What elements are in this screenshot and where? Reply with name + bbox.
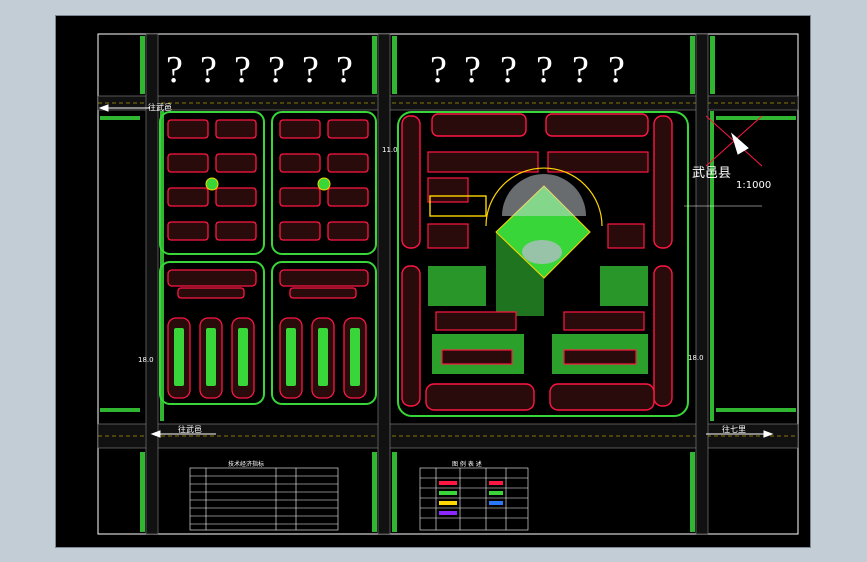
building-block — [206, 328, 216, 386]
building-block — [238, 328, 248, 386]
placeholder-question-mark: ? — [166, 49, 183, 91]
building-block — [167, 221, 209, 241]
building-block — [279, 187, 321, 207]
legend-table — [419, 467, 529, 531]
building-block — [327, 187, 369, 207]
placeholder-question-mark: ? — [430, 49, 447, 91]
building-block — [159, 261, 265, 405]
placeholder-question-mark: ? — [536, 49, 553, 91]
building-block — [279, 119, 321, 139]
building-block — [167, 187, 209, 207]
east-residential — [397, 111, 689, 417]
drawing-sheet: ???????????? — [55, 15, 811, 548]
north-arrow — [705, 115, 763, 167]
road-width-top: 11.0 — [382, 146, 398, 154]
building-block — [279, 269, 369, 287]
building-block — [327, 221, 369, 241]
east-road — [695, 33, 709, 535]
economic-indicators-table — [189, 467, 339, 531]
building-block — [289, 287, 357, 299]
placeholder-question-mark: ? — [268, 49, 285, 91]
placeholder-question-mark: ? — [200, 49, 217, 91]
building-block — [317, 177, 331, 191]
building-block — [327, 153, 369, 173]
building-block — [167, 119, 209, 139]
legend-table-title: 图 例 表 述 — [452, 461, 482, 468]
building-block — [215, 187, 257, 207]
building-block — [177, 287, 245, 299]
west-road — [145, 33, 159, 535]
road-width-west: 18.0 — [138, 356, 154, 364]
placeholder-question-mark: ? — [336, 49, 353, 91]
building-block — [350, 328, 360, 386]
road-label-west-lower: 往武邑 — [178, 425, 202, 434]
drawing-frame — [97, 33, 799, 535]
building-block — [215, 119, 257, 139]
building-block — [215, 153, 257, 173]
building-block — [318, 328, 328, 386]
road-label-east: 往七里 — [722, 425, 746, 434]
building-block — [205, 177, 219, 191]
county-name: 武邑县 — [692, 166, 732, 181]
building-block — [271, 111, 377, 255]
placeholder-lots: ???????????? — [166, 49, 625, 91]
building-block — [174, 328, 184, 386]
building-block — [279, 153, 321, 173]
placeholder-question-mark: ? — [608, 49, 625, 91]
placeholder-question-mark: ? — [302, 49, 319, 91]
building-block — [271, 261, 377, 405]
economic-table-title: 技术经济指标 — [228, 461, 265, 468]
building-block — [279, 221, 321, 241]
placeholder-question-mark: ? — [500, 49, 517, 91]
road-width-east: 18.0 — [688, 354, 704, 362]
building-block — [327, 119, 369, 139]
center-road — [377, 33, 391, 535]
placeholder-question-mark: ? — [572, 49, 589, 91]
road-label-west-upper: 往武邑 — [148, 103, 172, 112]
road-arrows — [98, 104, 774, 438]
drawing-scale: 1:1000 — [736, 180, 772, 191]
west-residential — [159, 111, 377, 405]
placeholder-question-mark: ? — [234, 49, 251, 91]
building-block — [286, 328, 296, 386]
placeholder-question-mark: ? — [464, 49, 481, 91]
building-block — [167, 153, 209, 173]
building-block — [159, 111, 265, 255]
building-block — [215, 221, 257, 241]
site-plan: ???????????? — [97, 33, 799, 535]
building-block — [167, 269, 257, 287]
